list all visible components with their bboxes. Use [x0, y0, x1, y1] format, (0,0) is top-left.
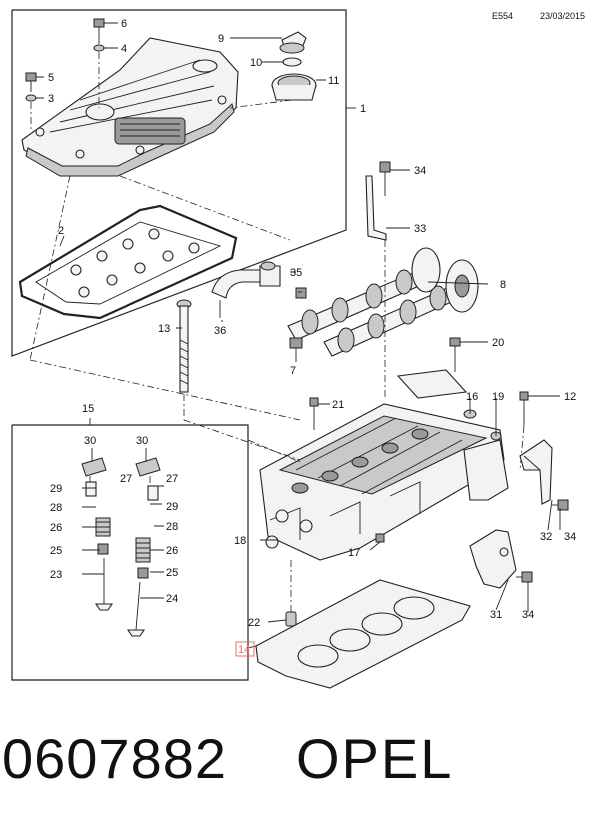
callout-13: 13	[158, 323, 170, 335]
cam-sensor	[289, 337, 303, 349]
washer-4	[93, 44, 105, 52]
valve-spring-left	[95, 517, 111, 537]
callout-7: 7	[290, 365, 296, 377]
stud-17	[375, 533, 385, 543]
frame-upper	[11, 9, 347, 357]
seal-18	[265, 535, 279, 549]
bolt-12	[519, 391, 529, 426]
callout-25-right: 25	[166, 567, 178, 579]
diagram-date: 23/03/2015	[540, 11, 586, 21]
valve-spring-right	[135, 537, 151, 563]
bolt-5	[25, 72, 37, 92]
callout-10: 10	[250, 57, 262, 69]
callout-17: 17	[348, 547, 360, 559]
callout-26-left: 26	[50, 522, 62, 534]
callout-25-left: 25	[50, 545, 62, 557]
callout-15: 15	[82, 403, 94, 415]
callout-35: 35	[290, 267, 302, 279]
camshafts	[287, 247, 479, 357]
callout-27-left: 27	[120, 473, 132, 485]
callout-29-right: 29	[166, 501, 178, 513]
callout-33: 33	[414, 223, 426, 235]
callout-31: 31	[490, 609, 502, 621]
bolt-34-mid	[552, 499, 569, 511]
callout-34-top: 34	[414, 165, 426, 177]
callout-28-left: 28	[50, 502, 62, 514]
callout-28-right: 28	[166, 521, 178, 533]
callout-14: 14	[238, 644, 250, 656]
callout-19: 19	[492, 391, 504, 403]
cover-gasket	[18, 204, 238, 320]
dowel-22	[285, 611, 297, 627]
callout-16: 16	[466, 391, 478, 403]
hose-clamp	[260, 261, 307, 299]
oil-filler-cap	[279, 31, 307, 54]
callout-32: 32	[540, 531, 552, 543]
callout-22: 22	[248, 617, 260, 629]
rail-bolt	[449, 337, 461, 372]
cap-seal	[282, 57, 302, 67]
callout-4: 4	[121, 43, 127, 55]
callout-36: 36	[214, 325, 226, 337]
head-gasket	[255, 579, 471, 689]
callout-8: 8	[500, 279, 506, 291]
callout-21: 21	[332, 399, 344, 411]
wiring-bracket	[365, 175, 387, 241]
callout-9: 9	[218, 33, 224, 45]
exhaust-valve	[126, 581, 146, 637]
callout-34-low: 34	[522, 609, 534, 621]
rocker-arm-left	[81, 457, 107, 477]
lash-adjuster-right	[147, 485, 159, 501]
brand-name: OPEL	[296, 727, 454, 790]
callout-14-highlight	[235, 641, 255, 657]
callout-2: 2	[58, 225, 64, 237]
bolt-6	[93, 18, 105, 44]
callout-34-mid: 34	[564, 531, 576, 543]
valve-cover	[21, 37, 239, 177]
callout-26-right: 26	[166, 545, 178, 557]
callout-5: 5	[48, 72, 54, 84]
head-bolt	[176, 299, 192, 393]
callout-27-right: 27	[166, 473, 178, 485]
callout-11: 11	[328, 75, 339, 87]
washer-3	[25, 94, 37, 102]
intake-valve	[94, 558, 114, 611]
bracket-32	[519, 439, 553, 505]
rocker-arm-right	[135, 457, 161, 477]
callout-23: 23	[50, 569, 62, 581]
bracket-31	[469, 529, 517, 589]
exploded-view: 6 4 5 3 9 10 11 1 2 34 33 35 8 13 36 7 2…	[11, 9, 576, 689]
valve-seal-left	[97, 543, 109, 555]
callout-30-right: 30	[136, 435, 148, 447]
bracket-bolt-top	[379, 161, 391, 196]
bolt-34-low	[516, 571, 533, 583]
diagram-code: E554	[492, 11, 514, 21]
callout-18: 18	[234, 535, 246, 547]
callout-6: 6	[121, 18, 127, 30]
callout-20: 20	[492, 337, 504, 349]
callout-1: 1	[360, 103, 366, 115]
part-number: 0607882	[2, 727, 228, 790]
lash-adjuster-left	[85, 481, 97, 497]
cylinder-head	[259, 403, 509, 561]
valve-seal-right	[137, 567, 149, 579]
callout-12: 12	[564, 391, 576, 403]
callout-24: 24	[166, 593, 178, 605]
frame-lower	[11, 424, 249, 681]
filler-neck-ring	[271, 73, 317, 101]
callout-30-left: 30	[84, 435, 96, 447]
callout-3: 3	[48, 93, 54, 105]
callout-29-left: 29	[50, 483, 62, 495]
head-stud	[309, 397, 319, 430]
fuel-rail-cover	[396, 369, 468, 399]
breather-hose	[211, 265, 281, 299]
